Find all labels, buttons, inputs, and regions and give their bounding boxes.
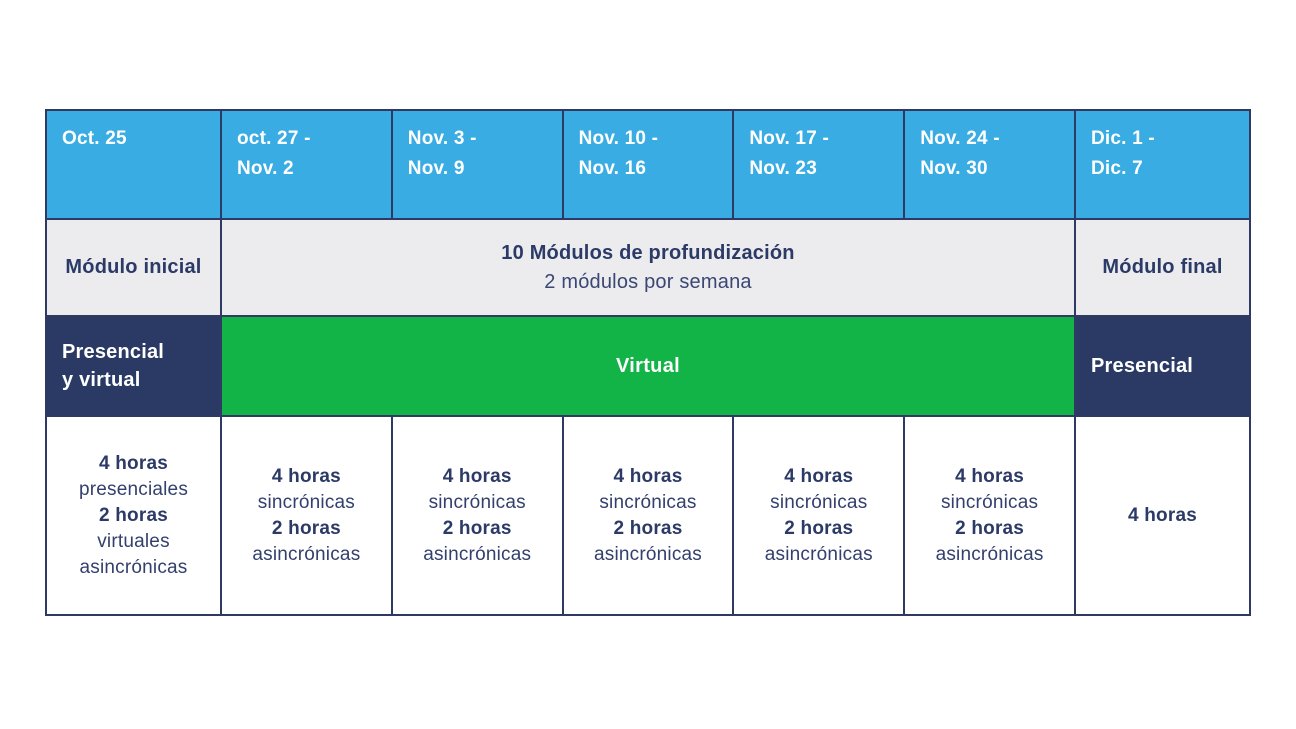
modality-presencial-label: Presencial [1091, 354, 1194, 377]
modality-presencial-cell: Presencial [1076, 317, 1249, 415]
hours-row: 4 horas presenciales 2 horas virtuales asinc… [47, 417, 1249, 614]
hours-cell-6: 4 horas [1076, 417, 1249, 614]
hours-cell-0: 4 horas presenciales 2 horas virtuales asinc… [47, 417, 222, 614]
module-initial-cell: Módulo inicial [47, 220, 222, 315]
header-date-cell-2: Nov. 3 - Nov. 9 [392, 111, 564, 218]
hours-line: presenciales [78, 478, 189, 500]
hours-line: 4 horas [99, 452, 168, 474]
hours-line: asincrónicas [252, 543, 361, 565]
hours-line: sincrónicas [770, 491, 868, 513]
hours-line: 4 horas [613, 465, 683, 487]
header-date-cell-3: Nov. 10 - Nov. 16 [563, 111, 735, 218]
module-final-cell: Módulo final [1076, 220, 1249, 315]
modality-row: Presencial y virtual Virtual Presencial [47, 317, 1249, 417]
hours-line: 2 horas [442, 517, 512, 539]
hours-line: sincrónicas [428, 491, 526, 513]
hours-line: virtuales [97, 530, 170, 552]
hours-line: asincrónicas [593, 543, 702, 565]
header-date-cell-0: Oct. 25 [47, 111, 222, 218]
hours-cell-2: 4 horas sincrónicas 2 horas asincrónicas [392, 417, 564, 614]
header-date-cell-5: Nov. 24 - Nov. 30 [905, 111, 1076, 218]
modality-virtual-label: Virtual [616, 354, 680, 377]
header-date-cell-4: Nov. 17 - Nov. 23 [734, 111, 906, 218]
hours-line: sincrónicas [257, 491, 356, 513]
header-date-cell-1: oct. 27 - Nov. 2 [222, 111, 393, 218]
hours-line: sincrónicas [599, 491, 697, 513]
hours-line: 2 horas [955, 517, 1025, 539]
hours-cell-4: 4 horas sincrónicas 2 horas asincrónicas [734, 417, 906, 614]
hours-cell-3: 4 horas sincrónicas 2 horas asincrónicas [563, 417, 735, 614]
hours-line: 4 horas [442, 465, 512, 487]
hours-line: asincrónicas [79, 556, 188, 578]
modality-presencial-virtual-cell: Presencial y virtual [47, 317, 222, 415]
modules-title: 10 Módulos de profundización [501, 241, 795, 264]
hours-line: 4 horas [784, 465, 854, 487]
hours-line: sincrónicas [940, 491, 1039, 513]
module-initial-label: Módulo inicial [65, 256, 202, 278]
hours-line: 4 horas [1128, 504, 1197, 526]
hours-line: asincrónicas [423, 543, 532, 565]
hours-line: 2 horas [613, 517, 683, 539]
hours-line: 4 horas [271, 465, 341, 487]
modules-row: Módulo inicial 10 Módulos de profundizac… [47, 220, 1249, 317]
hours-line: 2 horas [271, 517, 341, 539]
hours-line: asincrónicas [935, 543, 1044, 565]
modules-subtitle: 2 módulos por semana [544, 270, 752, 293]
modality-virtual-cell: Virtual [222, 317, 1076, 415]
modality-presencial-virtual-label: Presencial y virtual [62, 341, 165, 391]
module-final-label: Módulo final [1102, 256, 1223, 278]
hours-line: 2 horas [784, 517, 854, 539]
modules-middle-cell: 10 Módulos de profundización 2 módulos p… [222, 220, 1076, 315]
hours-line: 2 horas [99, 504, 168, 526]
header-date-cell-6: Dic. 1 - Dic. 7 [1076, 111, 1249, 218]
hours-cell-5: 4 horas sincrónicas 2 horas asincrónicas [905, 417, 1076, 614]
hours-line: asincrónicas [764, 543, 873, 565]
hours-cell-1: 4 horas sincrónicas 2 horas asincrónicas [222, 417, 393, 614]
hours-line: 4 horas [955, 465, 1025, 487]
